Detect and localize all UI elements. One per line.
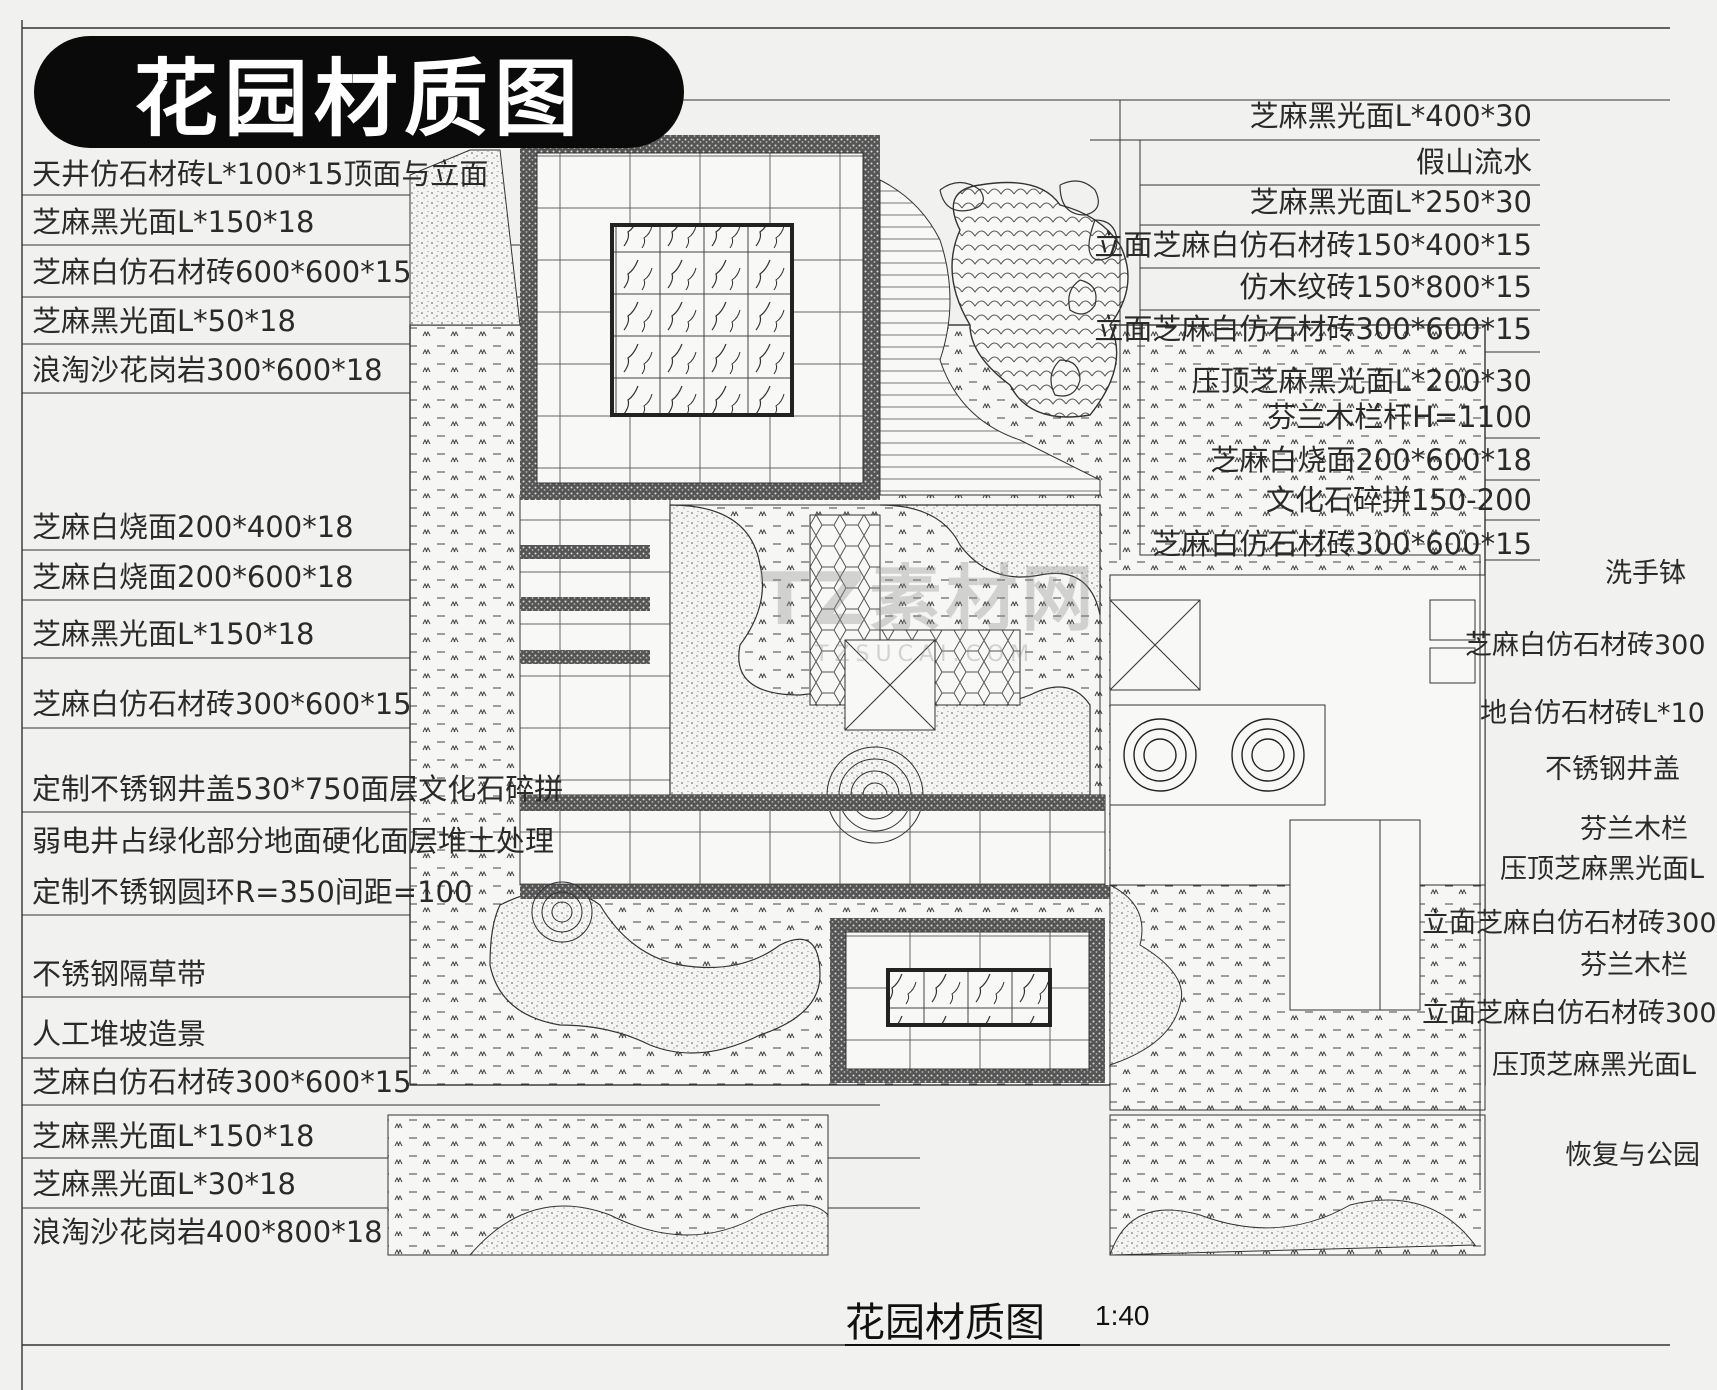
right-label: 芝麻黑光面L*400*30 xyxy=(1249,99,1532,133)
edge-label: 压顶芝麻黑光面L xyxy=(1500,854,1705,885)
right-label: 仿木纹砖150*800*15 xyxy=(1239,270,1532,304)
edge-label: 洗手钵 xyxy=(1605,558,1686,589)
garden-plan-drawing xyxy=(21,20,1670,1390)
left-label: 人工堆坡造景 xyxy=(32,1017,207,1051)
left-label: 芝麻白仿石材砖600*600*15 xyxy=(32,255,412,289)
right-label: 压顶芝麻黑光面L*200*30 xyxy=(1191,364,1532,398)
edge-label-column: 洗手钵 芝麻白仿石材砖300 地台仿石材砖L*10 不锈钢井盖 芬兰木栏 压顶芝… xyxy=(1380,560,1717,1180)
banner-title: 花园材质图 xyxy=(133,49,584,148)
left-label: 不锈钢隔草带 xyxy=(32,957,207,991)
watermark-url: TZSUCAI.COM xyxy=(815,642,1036,667)
left-label: 浪淘沙花岗岩300*600*18 xyxy=(32,353,383,387)
edge-label: 压顶芝麻黑光面L xyxy=(1492,1050,1697,1081)
edge-label: 芬兰木栏 xyxy=(1580,814,1688,845)
right-label: 芝麻白烧面200*600*18 xyxy=(1210,443,1532,477)
right-label: 立面芝麻白仿石材砖300*600*15 xyxy=(1094,312,1532,346)
left-label: 定制不锈钢井盖530*750面层文化石碎拼 xyxy=(32,772,564,806)
edge-label: 地台仿石材砖L*10 xyxy=(1480,698,1705,729)
title-banner: 花园材质图 xyxy=(34,36,684,148)
left-label: 浪淘沙花岗岩400*800*18 xyxy=(32,1215,383,1249)
edge-label: 立面芝麻白仿石材砖300 xyxy=(1422,998,1717,1029)
edge-label: 芬兰木栏 xyxy=(1580,950,1688,981)
left-label: 芝麻黑光面L*50*18 xyxy=(32,304,296,338)
left-label: 芝麻黑光面L*150*18 xyxy=(32,617,315,651)
right-label: 假山流水 xyxy=(1415,145,1532,179)
left-label: 天井仿石材砖L*100*15顶面与立面 xyxy=(32,157,489,191)
right-label: 芬兰木栏杆H=1100 xyxy=(1267,400,1532,434)
right-label: 芝麻黑光面L*250*30 xyxy=(1249,185,1532,219)
right-label: 芝麻白仿石材砖300*600*15 xyxy=(1152,527,1532,561)
left-label: 芝麻白仿石材砖300*600*15 xyxy=(32,1065,412,1099)
right-label: 立面芝麻白仿石材砖150*400*15 xyxy=(1094,228,1532,262)
left-label: 芝麻黑光面L*30*18 xyxy=(32,1167,296,1201)
drawing-title: 花园材质图 xyxy=(845,1300,1045,1346)
left-label: 芝麻白烧面200*400*18 xyxy=(32,510,354,544)
drawing-scale: 1:40 xyxy=(1095,1300,1150,1331)
left-label: 芝麻黑光面L*150*18 xyxy=(32,1119,315,1153)
watermark-text: TZ素材网 xyxy=(760,557,1098,641)
left-label: 定制不锈钢圆环R=350间距=100 xyxy=(32,875,473,909)
edge-label: 立面芝麻白仿石材砖300 xyxy=(1422,908,1717,939)
edge-label: 芝麻白仿石材砖300 xyxy=(1465,630,1706,661)
right-label: 文化石碎拼150-200 xyxy=(1265,483,1532,517)
left-label: 芝麻白仿石材砖300*600*15 xyxy=(32,687,412,721)
edge-label: 恢复与公园 xyxy=(1565,1140,1700,1171)
left-label: 芝麻白烧面200*600*18 xyxy=(32,560,354,594)
left-label: 芝麻黑光面L*150*18 xyxy=(32,205,315,239)
edge-label: 不锈钢井盖 xyxy=(1545,754,1680,785)
left-label: 弱电井占绿化部分地面硬化面层堆土处理 xyxy=(32,824,555,858)
